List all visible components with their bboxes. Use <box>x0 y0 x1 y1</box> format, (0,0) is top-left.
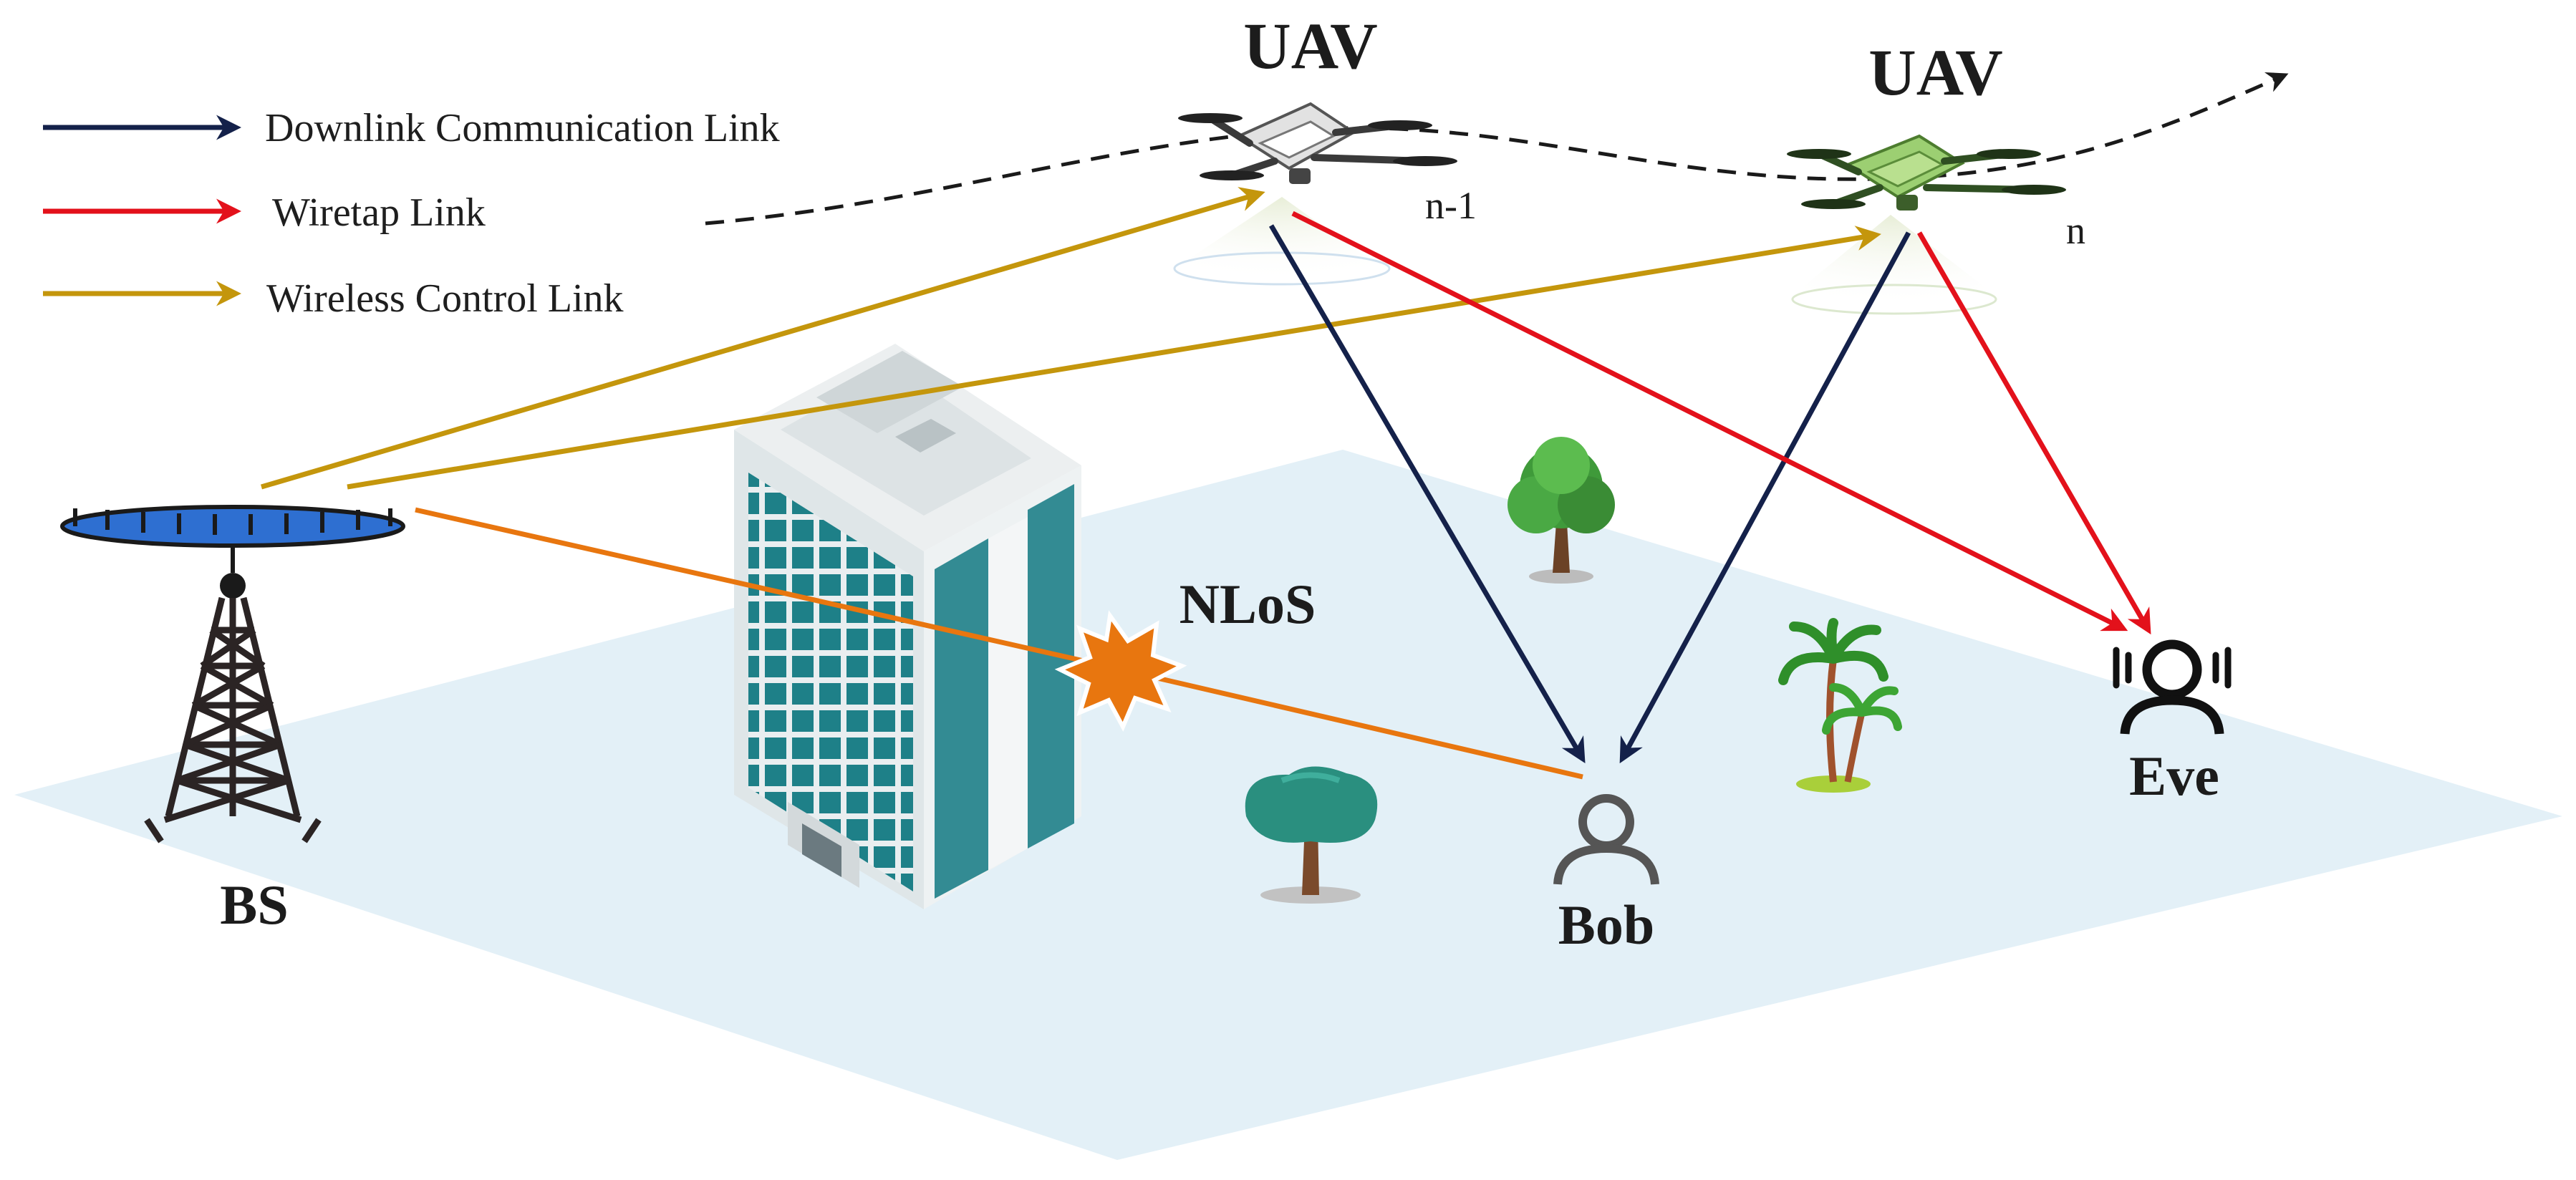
user-eve-icon <box>2113 639 2232 735</box>
user-bob-icon <box>1553 794 1659 885</box>
uav-beam-ring-2 <box>1791 284 1997 315</box>
wiretap-link-2 <box>1916 231 2151 635</box>
bs-label: BS <box>220 874 288 936</box>
bob-label: Bob <box>1558 894 1654 956</box>
palm-tree-icon <box>1778 618 1902 793</box>
control-link-2 <box>347 226 1881 490</box>
legend: Downlink Communication Link Wiretap Link… <box>43 106 780 321</box>
legend-item-wiretap: Wiretap Link <box>43 190 486 235</box>
uav-label-2: UAV <box>1868 36 2002 109</box>
legend-label-wiretap: Wiretap Link <box>272 190 486 235</box>
legend-label-downlink: Downlink Communication Link <box>265 106 780 150</box>
tree-icon <box>1245 766 1378 904</box>
time-slot-label-2: n <box>2066 209 2085 252</box>
uav-drone-green-icon <box>1787 134 2066 211</box>
eve-label: Eve <box>2129 745 2219 807</box>
wiretap-link-1 <box>1291 211 2128 632</box>
legend-item-control: Wireless Control Link <box>43 276 624 321</box>
control-link-1 <box>261 187 1265 490</box>
building-icon <box>734 344 1081 909</box>
tree-icon <box>1508 437 1615 584</box>
nlos-burst-icon <box>1054 610 1187 732</box>
downlink-1 <box>1268 224 1586 764</box>
uav-beam-ring-1 <box>1173 251 1391 286</box>
uav-trajectory <box>705 72 2289 226</box>
time-slot-label-1: n-1 <box>1425 184 1477 227</box>
nlos-link <box>415 507 1583 780</box>
nlos-label: NLoS <box>1180 573 1316 635</box>
uav-drone-gray-icon <box>1178 102 1457 184</box>
legend-label-control: Wireless Control Link <box>266 276 624 321</box>
base-station-tower-icon <box>60 505 405 843</box>
uav-label-1: UAV <box>1243 9 1377 82</box>
legend-item-downlink: Downlink Communication Link <box>43 106 780 150</box>
downlink-2 <box>1619 231 1911 764</box>
